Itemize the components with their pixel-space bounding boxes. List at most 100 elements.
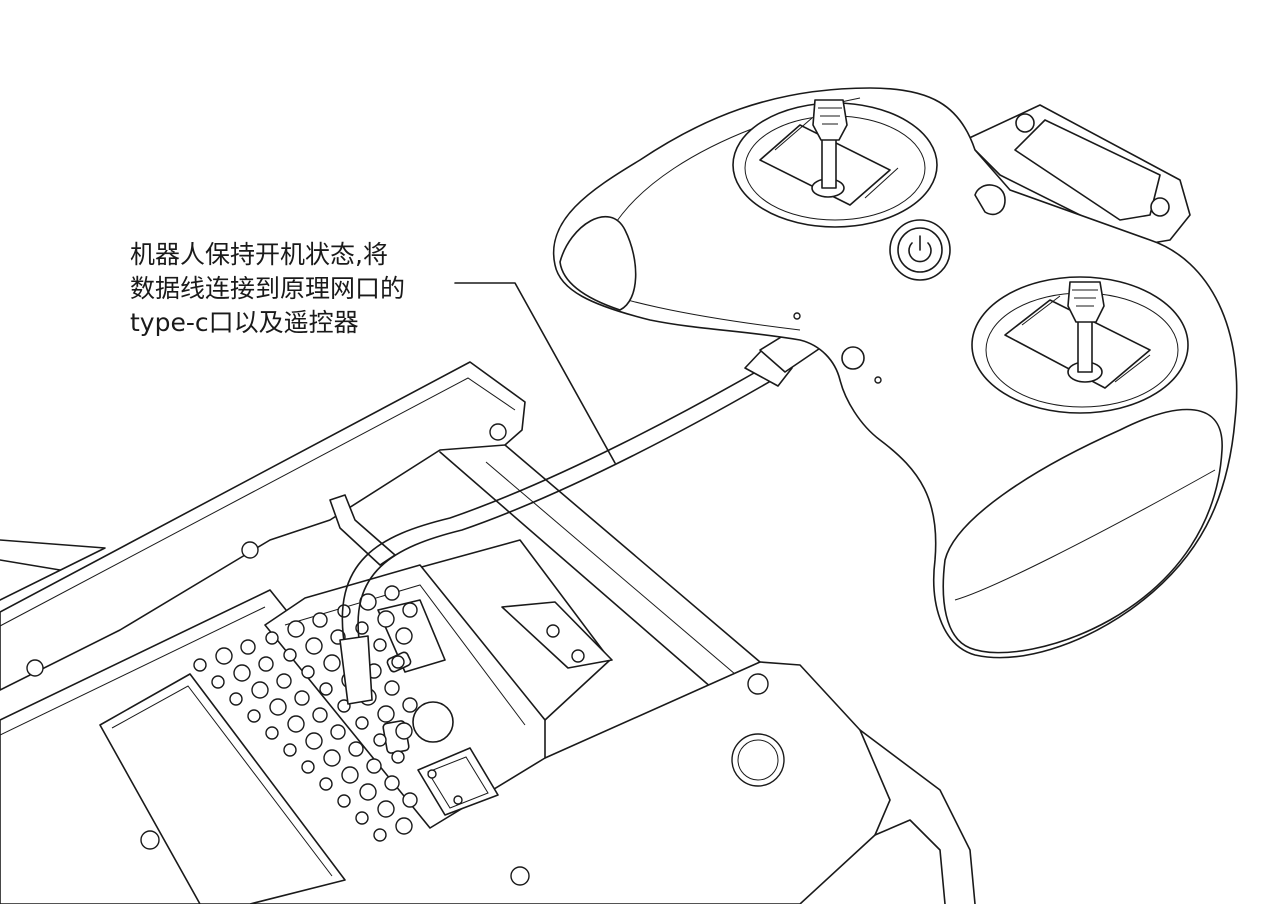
vent-hole bbox=[265, 631, 279, 645]
vent-hole bbox=[287, 620, 305, 638]
vent-hole bbox=[193, 658, 207, 672]
bay-inner-wall bbox=[284, 584, 526, 726]
vent-hole bbox=[395, 817, 413, 835]
vent-hole bbox=[391, 655, 405, 669]
vent-hole bbox=[366, 758, 382, 774]
remote-controller bbox=[552, 87, 1238, 659]
callout-line-1: 机器人保持开机状态,将 bbox=[130, 240, 388, 269]
vent-hole bbox=[323, 749, 341, 767]
vent-hole bbox=[301, 665, 315, 679]
bay-clip bbox=[329, 494, 396, 566]
mount-hole bbox=[489, 423, 507, 441]
callout-line-3: type-c口以及遥控器 bbox=[130, 308, 359, 337]
vent-hole bbox=[395, 722, 413, 740]
front-window-inner bbox=[111, 685, 333, 877]
vent-hole bbox=[373, 733, 387, 747]
mount-hole bbox=[140, 830, 160, 850]
vent-hole bbox=[319, 682, 333, 696]
vent-hole bbox=[312, 612, 328, 628]
indicator-led bbox=[793, 312, 801, 320]
callout-text: 机器人保持开机状态,将 数据线连接到原理网口的 type-c口以及遥控器 bbox=[130, 238, 460, 340]
cable-plug-bay bbox=[339, 635, 373, 705]
vent-hole bbox=[305, 637, 323, 655]
vent-hole bbox=[384, 680, 400, 696]
vent-hole bbox=[377, 705, 395, 723]
vent-hole bbox=[301, 760, 315, 774]
vent-hole bbox=[377, 800, 395, 818]
side-rail-groove bbox=[485, 461, 743, 681]
vent-hole bbox=[337, 794, 351, 808]
vent-hole bbox=[402, 697, 418, 713]
left-stick-cap bbox=[812, 99, 848, 141]
right-stick-knurl bbox=[1072, 289, 1098, 307]
vent-grid bbox=[193, 585, 418, 842]
vent-hole bbox=[373, 828, 387, 842]
vent-hole bbox=[229, 692, 243, 706]
side-jack bbox=[841, 346, 865, 370]
vent-hole bbox=[330, 724, 346, 740]
vent-hole bbox=[269, 698, 287, 716]
vent-hole bbox=[373, 638, 387, 652]
robot-base bbox=[0, 361, 976, 905]
base-left-bracket bbox=[0, 539, 106, 601]
cable-edge bbox=[357, 377, 777, 647]
bay-knob bbox=[412, 701, 454, 743]
rj45-led bbox=[427, 769, 437, 779]
vent-hole bbox=[341, 766, 359, 784]
right-grip-seam bbox=[954, 469, 1216, 601]
mount-knob bbox=[1015, 113, 1035, 133]
vent-hole bbox=[337, 699, 351, 713]
lanyard-hook bbox=[974, 184, 1006, 216]
mount-hole-large-inner bbox=[737, 739, 779, 781]
vent-hole bbox=[258, 656, 274, 672]
vent-hole bbox=[240, 639, 256, 655]
right-grip bbox=[942, 408, 1223, 654]
vent-hole bbox=[348, 741, 364, 757]
vent-hole bbox=[283, 743, 297, 757]
base-skirt-inner bbox=[874, 819, 946, 905]
vent-hole bbox=[283, 648, 297, 662]
left-stick-knurl bbox=[818, 107, 842, 125]
vent-hole bbox=[233, 664, 251, 682]
base-top-plate bbox=[0, 361, 526, 691]
base-front-plate-bevel bbox=[0, 606, 266, 736]
cable-edge bbox=[341, 364, 769, 649]
base-skirt bbox=[859, 729, 976, 905]
mount-hole-large bbox=[731, 733, 785, 787]
vent-hole bbox=[402, 602, 418, 618]
base-left-edge bbox=[0, 559, 61, 571]
power-icon bbox=[908, 235, 932, 263]
side-rail-inner bbox=[439, 451, 721, 696]
rj45-led bbox=[453, 795, 463, 805]
vent-hole bbox=[319, 777, 333, 791]
indicator-led bbox=[874, 376, 882, 384]
front-window bbox=[99, 673, 346, 905]
vent-hole bbox=[247, 709, 261, 723]
vent-hole bbox=[355, 811, 369, 825]
callout-line-2: 数据线连接到原理网口的 bbox=[130, 274, 406, 303]
vent-hole bbox=[355, 716, 369, 730]
vent-hole bbox=[395, 627, 413, 645]
vent-hole bbox=[211, 675, 225, 689]
vent-hole bbox=[384, 585, 400, 601]
mount-hole bbox=[26, 659, 44, 677]
vent-hole bbox=[265, 726, 279, 740]
mount-hole bbox=[241, 541, 259, 559]
base-top-plate-bevel bbox=[0, 377, 516, 627]
right-stick-cap bbox=[1067, 281, 1105, 323]
vent-hole bbox=[312, 707, 328, 723]
left-grip bbox=[559, 216, 637, 311]
mount-hole bbox=[510, 866, 530, 886]
mount-hole bbox=[747, 673, 769, 695]
rj45-port-inner bbox=[427, 756, 489, 809]
vent-hole bbox=[377, 610, 395, 628]
rj45-port bbox=[417, 747, 499, 816]
vent-hole bbox=[402, 792, 418, 808]
vent-hole bbox=[323, 654, 341, 672]
vent-hole bbox=[359, 783, 377, 801]
vent-hole bbox=[337, 604, 351, 618]
vent-hole bbox=[287, 715, 305, 733]
vent-hole bbox=[276, 673, 292, 689]
